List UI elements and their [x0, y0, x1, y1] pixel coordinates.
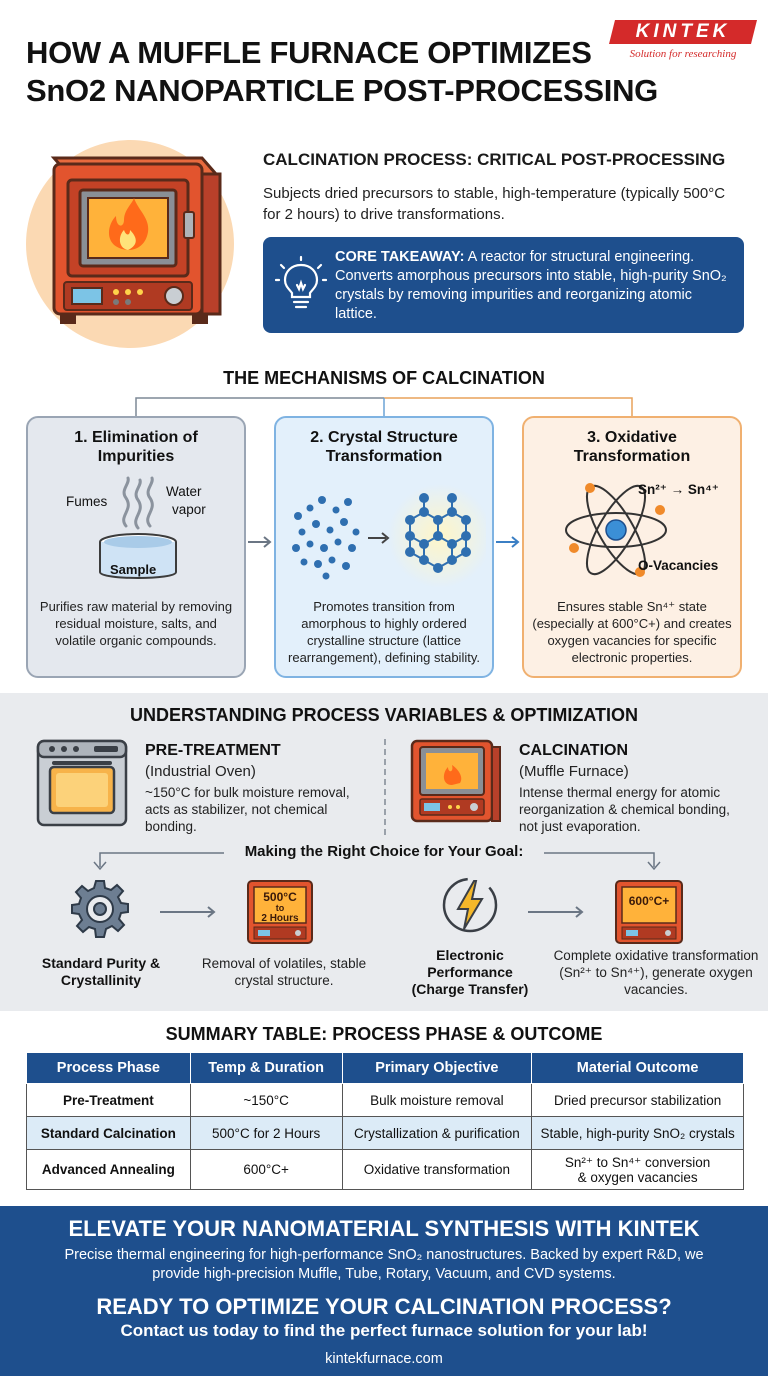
- table-cell: 500°C for 2 Hours: [189, 1116, 343, 1150]
- choice-title-text: Making the Right Choice for Your Goal:: [238, 843, 530, 860]
- column-header: Process Phase: [26, 1052, 191, 1084]
- footer-cta: READY TO OPTIMIZE YOUR CALCINATION PROCE…: [96, 1294, 672, 1319]
- table-cell: Standard Calcination: [26, 1116, 191, 1150]
- page-title: HOW A MUFFLE FURNACE OPTIMIZES SnO2 NANO…: [26, 34, 658, 110]
- calcination-heading: CALCINATION PROCESS: CRITICAL POST-PROCE…: [263, 150, 726, 169]
- mechanism-1-title-line1: 1. Elimination of: [74, 429, 198, 446]
- kintek-logo[interactable]: KINTEK Solution for researching: [608, 20, 758, 64]
- lightning-icon: [442, 877, 498, 933]
- arrow-right-icon: [528, 906, 584, 918]
- title-line-2: SnO2 NANOPARTICLE POST-PROCESSING: [26, 73, 658, 108]
- footer-contact: Contact us today to find the perfect fur…: [120, 1321, 648, 1340]
- furnace-600-label: 600°C+: [628, 894, 670, 908]
- title-line-1: HOW A MUFFLE FURNACE OPTIMIZES: [26, 35, 592, 70]
- pretreatment-sub: (Industrial Oven): [145, 763, 256, 780]
- column-header: Primary Objective: [341, 1052, 533, 1084]
- column-header: Temp & Duration: [189, 1052, 343, 1084]
- calcination-var-heading: CALCINATION: [519, 742, 629, 759]
- arrow-right-icon: [160, 906, 216, 918]
- table-cell: Oxidative transformation: [341, 1149, 533, 1190]
- water-label: Water: [166, 484, 202, 499]
- table-row: Pre-Treatment ~150°C Bulk moisture remov…: [26, 1083, 744, 1117]
- variables-title: UNDERSTANDING PROCESS VARIABLES & OPTIMI…: [129, 705, 639, 725]
- choice-connector: [93, 852, 661, 871]
- oven-icon: [36, 739, 128, 827]
- mechanism-3-title-line2: Transformation: [573, 448, 691, 465]
- table-header-row: Process Phase Temp & Duration Primary Ob…: [26, 1052, 744, 1084]
- arrow-right-icon: [248, 536, 272, 548]
- mechanisms-connector: [135, 397, 633, 418]
- sample-label: Sample: [110, 562, 157, 577]
- column-header: Material Outcome: [531, 1052, 744, 1084]
- muffle-furnace-icon: [26, 140, 234, 348]
- mechanism-2-description: Promotes transition from amorphous to hi…: [288, 599, 480, 665]
- table-cell: Pre-Treatment: [26, 1083, 191, 1117]
- takeaway-text: CORE TAKEAWAY: A reactor for structural …: [335, 248, 735, 324]
- mechanism-2-title-line2: Transformation: [325, 448, 443, 465]
- pretreatment-description: ~150°C for bulk moisture removal, acts a…: [145, 785, 350, 834]
- table-cell: Stable, high-purity SnO₂ crystals: [531, 1116, 744, 1150]
- takeaway-label: CORE TAKEAWAY:: [335, 249, 465, 265]
- fumes-label: Fumes: [66, 494, 108, 509]
- process-variables-section: UNDERSTANDING PROCESS VARIABLES & OPTIMI…: [0, 693, 768, 1011]
- calcination-description: Subjects dried precursors to stable, hig…: [263, 185, 726, 223]
- mechanism-3-description: Ensures stable Sn⁴⁺ state (especially at…: [532, 599, 732, 665]
- core-takeaway-box: CORE TAKEAWAY: A reactor for structural …: [263, 237, 744, 333]
- table-row: Standard Calcination 500°C for 2 Hours C…: [26, 1116, 744, 1150]
- mechanism-3-title-line1: 3. Oxidative: [587, 429, 677, 446]
- calcination-var-sub: (Muffle Furnace): [519, 763, 629, 780]
- table-row: Advanced Annealing 600°C+ Oxidative tran…: [26, 1149, 744, 1190]
- footer-banner: ELEVATE YOUR NANOMATERIAL SYNTHESIS WITH…: [0, 1206, 768, 1376]
- footer-description: Precise thermal engineering for high-per…: [64, 1247, 704, 1282]
- section-divider: [384, 739, 386, 835]
- atom-icon: [565, 483, 667, 577]
- furnace-500-line1: 500°C: [263, 890, 297, 904]
- option-1-outcome: Removal of volatiles, stable crystal str…: [201, 956, 367, 988]
- summary-title: SUMMARY TABLE: PROCESS PHASE & OUTCOME: [165, 1024, 603, 1044]
- furnace-500-icon: [247, 880, 313, 944]
- footer-title: ELEVATE YOUR NANOMATERIAL SYNTHESIS WITH…: [68, 1216, 700, 1241]
- summary-table: Process Phase Temp & Duration Primary Ob…: [26, 1052, 744, 1190]
- mechanisms-title: THE MECHANISMS OF CALCINATION: [223, 368, 545, 388]
- muffle-furnace-icon: [410, 739, 501, 823]
- logo-word: KINTEK: [635, 21, 731, 42]
- mechanism-2-title-line1: 2. Crystal Structure: [310, 429, 458, 446]
- furnace-500-line2: to: [275, 903, 285, 913]
- option-2-outcome: Complete oxidative transformation (Sn²⁺ …: [553, 948, 759, 997]
- pretreatment-heading: PRE-TREATMENT: [145, 742, 281, 759]
- steam-sample-icon: [99, 476, 177, 579]
- logo-tagline: Solution for researching: [629, 48, 737, 60]
- vapor-label: vapor: [172, 502, 206, 517]
- choice-title: Making the Right Choice for Your Goal:: [0, 843, 768, 860]
- sn-transition-label: Sn²⁺ → Sn⁴⁺: [638, 482, 719, 497]
- table-cell: Bulk moisture removal: [341, 1083, 533, 1117]
- table-cell: ~150°C: [189, 1083, 343, 1117]
- takeaway-body: A reactor for structural engineering. Co…: [335, 249, 727, 322]
- table-cell: Sn²⁺ to Sn⁴⁺ conversion & oxygen vacanci…: [531, 1149, 744, 1190]
- table-cell: Dried precursor stabilization: [531, 1083, 744, 1117]
- mechanism-1-title-line2: Impurities: [97, 448, 175, 465]
- arrow-right-icon: [496, 536, 520, 548]
- option-1-goal: Standard Purity & Crystallinity: [41, 955, 161, 988]
- website-link[interactable]: kintekfurnace.com: [325, 1351, 443, 1367]
- table-cell: Advanced Annealing: [26, 1149, 191, 1190]
- option-2-goal: Electronic Performance (Charge Transfer): [411, 947, 529, 997]
- gear-icon: [71, 880, 129, 938]
- mechanism-1-title: 1. Elimination of Impurities: [28, 428, 244, 466]
- lightbulb-icon: [275, 255, 327, 309]
- o-vacancies-label: O-Vacancies: [638, 558, 719, 573]
- table-cell: 600°C+: [189, 1149, 343, 1190]
- furnace-600-icon: [615, 880, 683, 944]
- table-cell: Crystallization & purification: [341, 1116, 533, 1150]
- furnace-500-line3: 2 Hours: [261, 913, 299, 924]
- calcination-var-description: Intense thermal energy for atomic reorga…: [519, 785, 730, 834]
- lattice-icon: [292, 484, 486, 588]
- mechanism-1-description: Purifies raw material by removing residu…: [39, 599, 233, 648]
